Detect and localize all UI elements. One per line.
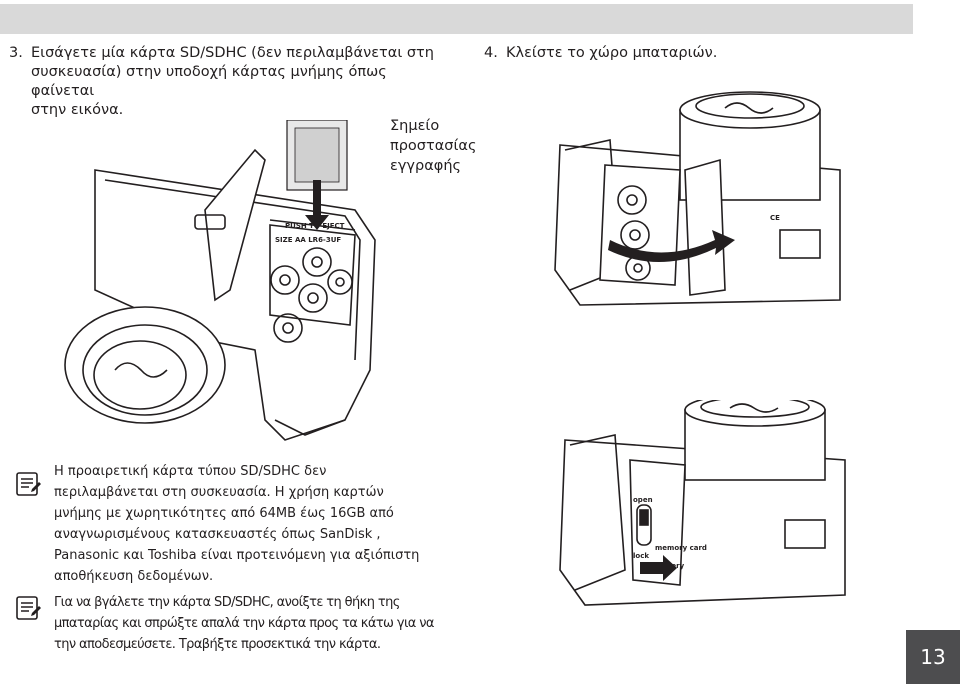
step-number: 3. — [9, 45, 23, 61]
note-line: Η προαιρετική κάρτα τύπου SD/SDHC δεν — [54, 464, 327, 479]
camera-lock-illustration: open lock memory card battery — [559, 400, 846, 606]
note-line: αποθήκευση δεδομένων. — [54, 569, 214, 584]
arrow-right-icon — [640, 555, 677, 581]
step-3: 3. Εισάγετε μία κάρτα SD/SDHC (δεν περιλα… — [9, 44, 449, 120]
callout-line: Σημείο — [390, 118, 440, 134]
note-line: περιλαμβάνεται στη συσκευασία. Η χρήση κ… — [54, 485, 384, 500]
note-line: Για να βγάλετε την κάρτα SD/SDHC, ανοίξτ… — [54, 595, 400, 610]
size-label: SIZE AA LR6-3UF — [275, 236, 341, 244]
page-number: 13 — [920, 645, 946, 669]
note-card-removal: Για να βγάλετε την κάρτα SD/SDHC, ανοίξτ… — [54, 592, 444, 655]
note-icon — [16, 472, 41, 496]
note-line: μπαταρίας και σπρώξτε απαλά την κάρτα πρ… — [54, 616, 435, 631]
open-label: open — [633, 496, 653, 504]
curved-arrow-icon — [608, 230, 735, 263]
callout-line: εγγραφής — [390, 158, 462, 174]
note-line: την αποδεσμεύσετε. Τραβήξτε προσεκτικά τ… — [54, 637, 381, 652]
note-line: μνήμης με χωρητικότητες από 64MB έως 16G… — [54, 506, 394, 521]
note-card-info: Η προαιρετική κάρτα τύπου SD/SDHC δεν πε… — [54, 461, 434, 587]
step-text-line: Εισάγετε μία κάρτα SD/SDHC (δεν περιλαμβ… — [31, 45, 434, 61]
note-icon — [16, 596, 41, 620]
camera-close-door-illustration: CE — [554, 91, 841, 306]
write-protect-callout: Σημείο προστασίας εγγραφής — [390, 116, 476, 176]
callout-line: προστασίας — [390, 138, 477, 154]
svg-text:CE: CE — [770, 214, 780, 222]
lock-label: lock — [633, 552, 649, 560]
step-text: Κλείστε το χώρο μπαταριών. — [506, 45, 718, 61]
note-line: αναγνωρισμένους κατασκευαστές όπως SanDi… — [54, 527, 381, 542]
page-number-box — [906, 630, 960, 684]
step-4: 4. Κλείστε το χώρο μπαταριών. — [484, 44, 804, 63]
step-number: 4. — [484, 45, 498, 61]
step-text-line: συσκευασία) στην υποδοχή κάρτας μνήμης ό… — [31, 64, 387, 99]
memory-card-label: memory card — [655, 544, 707, 552]
step-text-line: στην εικόνα. — [31, 102, 124, 118]
header-bar — [0, 4, 913, 34]
note-line: Panasonic και Toshiba είναι προτεινόμενη… — [54, 548, 420, 563]
arrow-down-icon — [305, 180, 329, 230]
camera-card-insert-illustration: PUSH TO EJECT SIZE AA LR6-3UF — [64, 120, 376, 441]
